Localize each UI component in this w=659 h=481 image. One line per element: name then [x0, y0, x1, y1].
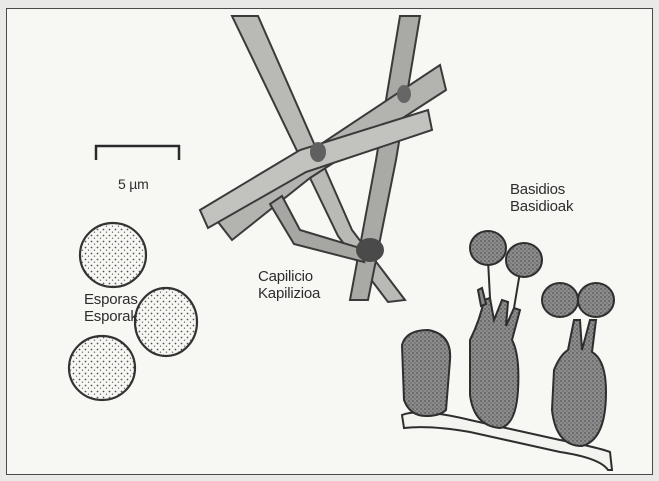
basidia-label-eu: Basidioak	[510, 198, 573, 215]
capillitium-label-eu: Kapilizioa	[258, 285, 320, 302]
basidia-label-es: Basidios	[510, 181, 573, 198]
scale-bar	[95, 145, 180, 160]
spores-label-es: Esporas	[84, 291, 138, 308]
basidia-label: Basidios Basidioak	[510, 181, 573, 215]
spore	[80, 223, 146, 287]
capillitium-label-es: Capilicio	[258, 268, 320, 285]
spore	[135, 288, 197, 356]
capillitium-hyphae	[200, 16, 446, 302]
spore	[69, 336, 135, 400]
spores-label: Esporas Esporak	[84, 291, 138, 325]
spores-label-eu: Esporak	[84, 308, 138, 325]
capillitium-label: Capilicio Kapilizioa	[258, 268, 320, 302]
basidia-group	[402, 231, 614, 470]
scale-bar-label: 5 µm	[118, 176, 149, 193]
